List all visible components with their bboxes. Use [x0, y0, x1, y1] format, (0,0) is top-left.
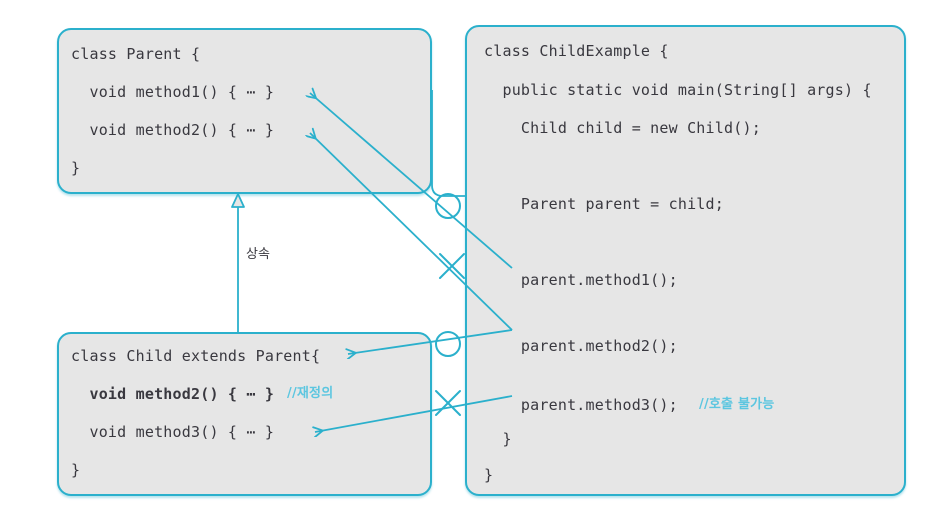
- example-code-line-1: public static void main(String[] args) {: [484, 81, 872, 99]
- example-code-line-7: }: [484, 430, 512, 448]
- child-class-box: class Child extends Parent{ void method2…: [57, 332, 432, 496]
- childexample-class-box: class ChildExample { public static void …: [465, 25, 906, 496]
- inheritance-label: 상속: [246, 247, 270, 262]
- child-override-comment: //재정의: [287, 386, 334, 401]
- child-code-line-0: class Child extends Parent{: [71, 347, 321, 365]
- child-code-line-3: }: [71, 461, 81, 479]
- example-code-line-2: Child child = new Child();: [484, 119, 761, 137]
- marker-allowed-lower: [435, 331, 461, 357]
- example-code-line-4: parent.method1();: [484, 271, 678, 289]
- parent-code-line-1: void method1() { ⋯ }: [71, 83, 275, 101]
- parent-class-box: class Parent { void method1() { ⋯ } void…: [57, 28, 432, 194]
- example-code-line-3: Parent parent = child;: [484, 195, 724, 213]
- example-code-line-0: class ChildExample {: [484, 42, 669, 60]
- example-code-line-8: }: [484, 466, 494, 484]
- marker-forbidden-upper: [439, 253, 465, 279]
- connector-elbow-parent: [431, 90, 466, 197]
- parent-code-line-2: void method2() { ⋯ }: [71, 121, 275, 139]
- example-not-callable-comment: //호출 불가능: [699, 397, 775, 412]
- child-code-line-1: void method2() { ⋯ }: [71, 385, 275, 403]
- parent-code-line-0: class Parent {: [71, 45, 201, 63]
- inheritance-arrow: [231, 193, 245, 332]
- example-code-line-5: parent.method2();: [484, 337, 678, 355]
- marker-forbidden-lower: [435, 390, 461, 416]
- parent-code-line-3: }: [71, 159, 81, 177]
- child-code-line-2: void method3() { ⋯ }: [71, 423, 275, 441]
- example-code-line-6: parent.method3();: [484, 396, 678, 414]
- marker-allowed-upper: [435, 193, 461, 219]
